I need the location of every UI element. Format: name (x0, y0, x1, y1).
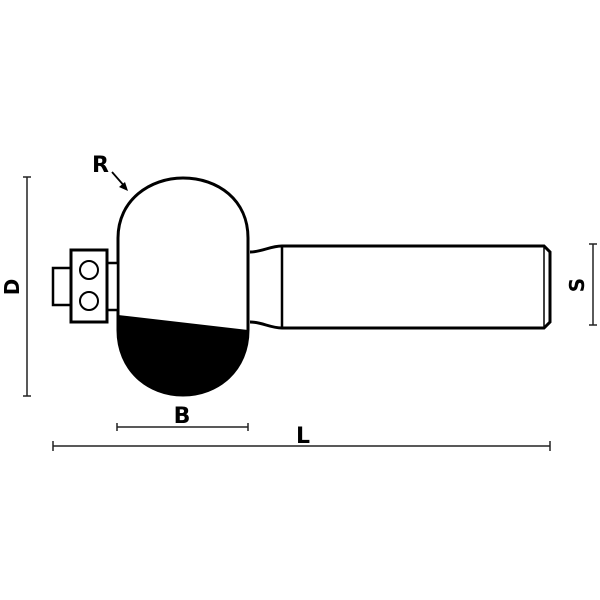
bearing-ball-icon (79, 260, 99, 280)
label-s: S (565, 278, 589, 292)
shank (249, 244, 552, 330)
carbide-cutting-edge (118, 315, 248, 395)
cutting-height-dimension: B (116, 404, 249, 431)
diameter-dimension: D (0, 176, 31, 397)
label-r: R (92, 153, 109, 178)
cutter-body (116, 176, 250, 397)
shank-dimension: S (565, 243, 597, 326)
label-l: L (296, 424, 310, 449)
total-length-dimension: L (52, 424, 551, 451)
label-d: D (0, 279, 24, 296)
label-b: B (174, 404, 191, 429)
bearing-ball-icon (79, 291, 99, 311)
guide-bearing (51, 248, 120, 324)
radius-callout: R (92, 153, 128, 191)
